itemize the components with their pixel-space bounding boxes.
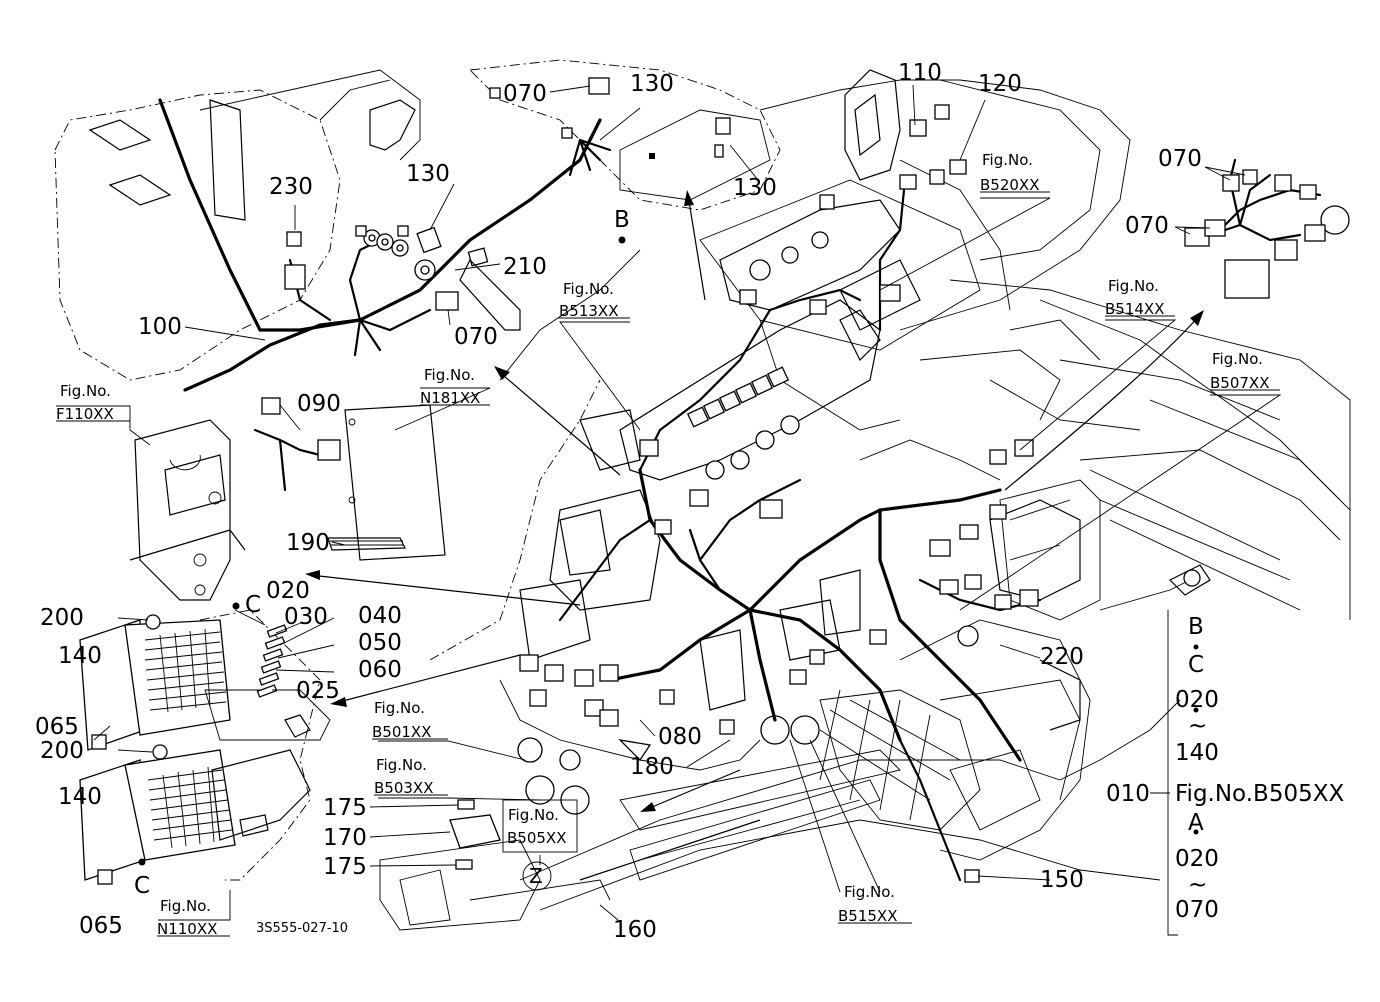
letter-b: B	[614, 207, 630, 233]
callout-070: 070	[503, 81, 547, 107]
callout-010: 010	[1106, 781, 1150, 807]
legend-c: C	[1188, 652, 1204, 678]
callout-080: 080	[658, 724, 702, 750]
letter-z: Z	[529, 864, 543, 888]
callout-180: 180	[630, 754, 674, 780]
legend-070: 070	[1175, 897, 1219, 923]
legend-tilde: ~	[1188, 713, 1207, 739]
fig-ref-n110xx: N110XX	[157, 920, 217, 938]
fig-ref-line1: Fig.No.	[508, 806, 559, 824]
callout-230: 230	[269, 174, 313, 200]
callout-200: 200	[40, 738, 84, 764]
callout-210: 210	[503, 254, 547, 280]
machine-outline	[54, 59, 1351, 931]
harness-wires	[158, 98, 1322, 882]
fig-ref-box	[502, 799, 578, 853]
leader-lines	[56, 84, 1282, 936]
legend-a: A	[1188, 810, 1204, 836]
callout-labels: 070 130 130 130 230 210 070 100 090 190 …	[35, 60, 1202, 943]
callout-175: 175	[323, 854, 367, 880]
fig-ref-b505xx: B505XX	[507, 829, 566, 847]
fig-ref-n181xx: N181XX	[420, 389, 480, 407]
callout-190: 190	[286, 530, 330, 556]
fig-ref-line1: Fig.No.	[982, 151, 1033, 169]
legend-b: B	[1188, 614, 1204, 640]
callout-090: 090	[297, 391, 341, 417]
fig-ref-b503xx: B503XX	[374, 779, 433, 797]
callout-020: 020	[266, 578, 310, 604]
fig-ref-line1: Fig.No.	[1108, 277, 1159, 295]
fig-ref-line1: Fig.No.	[1212, 350, 1263, 368]
callout-070: 070	[1125, 213, 1169, 239]
callout-130: 130	[406, 161, 450, 187]
callout-065: 065	[35, 714, 79, 740]
letter-markers	[138, 236, 1199, 891]
callout-150: 150	[1040, 867, 1084, 893]
callout-175: 175	[323, 795, 367, 821]
fig-ref-line1: Fig.No.	[844, 883, 895, 901]
legend-tilde: ~	[1188, 872, 1207, 898]
callout-100: 100	[138, 314, 182, 340]
callout-220: 220	[1040, 644, 1084, 670]
callout-065: 065	[79, 913, 123, 939]
callout-120: 120	[978, 71, 1022, 97]
fig-ref-b507xx: B507XX	[1210, 374, 1269, 392]
callout-050: 050	[358, 630, 402, 656]
callout-200: 200	[40, 605, 84, 631]
fig-ref-b520xx: B520XX	[980, 176, 1039, 194]
callout-140: 140	[58, 784, 102, 810]
assembly-legend: B C 020 ~ 140 Fig.No.B505XX A 020 ~ 070	[1175, 614, 1344, 923]
drawing-code: 3S555-027-10	[256, 921, 348, 936]
callout-030: 030	[284, 604, 328, 630]
connectors	[261, 77, 1350, 883]
fig-ref-line1: Fig.No.	[424, 366, 475, 384]
fig-ref-f110xx: F110XX	[56, 405, 114, 423]
callout-110: 110	[898, 60, 942, 86]
letter-labels: B C C Z	[134, 207, 630, 899]
fig-ref-line1: Fig.No.	[160, 897, 211, 915]
fig-ref-b515xx: B515XX	[838, 907, 897, 925]
reference-arrows	[305, 190, 1204, 881]
legend-020: 020	[1175, 687, 1219, 713]
callout-170: 170	[323, 825, 367, 851]
relay-boxes	[449, 799, 501, 870]
callout-070: 070	[454, 324, 498, 350]
callout-160: 160	[613, 917, 657, 943]
legend-140: 140	[1175, 740, 1219, 766]
fuse-boxes	[79, 609, 331, 885]
instrument-panel	[517, 69, 1211, 815]
letter-c: C	[245, 592, 261, 618]
legend-020: 020	[1175, 846, 1219, 872]
fig-ref-line1: Fig.No.	[563, 280, 614, 298]
figure-references: Fig.No. F110XX Fig.No. N181XX Fig.No. B5…	[56, 151, 1280, 938]
callout-140: 140	[58, 643, 102, 669]
callout-130: 130	[630, 71, 674, 97]
letter-c: C	[134, 873, 150, 899]
legend-fig-b505xx: Fig.No.B505XX	[1175, 781, 1344, 807]
fig-ref-line1: Fig.No.	[376, 756, 427, 774]
callout-130: 130	[733, 175, 777, 201]
fig-ref-line1: Fig.No.	[60, 382, 111, 400]
fig-ref-b514xx: B514XX	[1105, 300, 1164, 318]
fig-ref-line1: Fig.No.	[374, 699, 425, 717]
fig-ref-b513xx: B513XX	[559, 302, 618, 320]
callout-070: 070	[1158, 146, 1202, 172]
callout-025: 025	[296, 678, 340, 704]
brackets	[88, 99, 521, 601]
callout-040: 040	[358, 603, 402, 629]
fig-ref-b501xx: B501XX	[372, 723, 431, 741]
callout-060: 060	[358, 657, 402, 683]
